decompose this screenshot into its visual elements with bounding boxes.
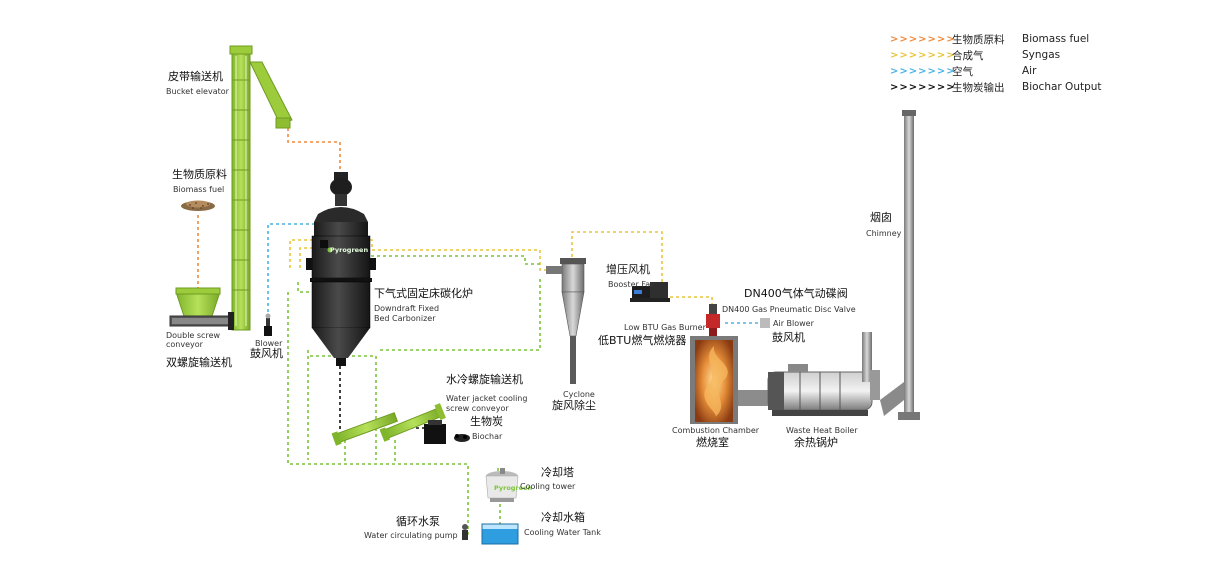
gas-valve-and-burner <box>706 304 770 336</box>
water-screw-label-zh: 水冷螺旋输送机 <box>446 373 523 386</box>
water-screw-label-en-2: screw conveyor <box>446 404 509 413</box>
cooling-tank-label-zh: 冷却水箱 <box>541 511 585 524</box>
blower-left <box>264 313 272 336</box>
combustion-label-en: Combustion Chamber <box>672 426 760 435</box>
cooling-tower <box>485 468 519 502</box>
double-screw-label-en: Double screw conveyor <box>166 331 221 350</box>
biomass-fuel-label-en: Biomass fuel <box>173 185 225 194</box>
waste-heat-boiler <box>767 332 880 416</box>
legend-item-biochar: >>>>>>> 生物炭输出 Biochar Output <box>890 79 1102 95</box>
syngas-flow-lines <box>289 231 713 306</box>
legend-label-en: Air <box>1022 65 1037 77</box>
biochar-flow-lines <box>339 366 430 430</box>
cooling-tower-label-zh: 冷却塔 <box>541 466 574 479</box>
booster-fan-label-zh: 增压风机 <box>606 263 650 276</box>
bucket-elevator-label-en: Bucket elevator <box>166 87 229 96</box>
pump-label-en: Water circulating pump <box>364 531 458 540</box>
water-screw-label-en-1: Water jacket cooling <box>446 394 528 403</box>
burner-label-zh: 低BTU燃气燃烧器 <box>598 334 687 347</box>
bucket-elevator-label-zh: 皮带输送机 <box>168 70 223 83</box>
biomass-pile <box>181 200 215 211</box>
blower-label-en: Blower <box>255 339 283 348</box>
valve-label-zh: DN400气体气动碟阀 <box>744 287 848 300</box>
chimney-label-en: Chimney <box>866 229 902 238</box>
legend-label-zh: 空气 <box>952 65 973 78</box>
pump-label-zh: 循环水泵 <box>396 515 440 528</box>
chimney <box>880 110 920 420</box>
cooling-tower-label-en: Cooling tower <box>520 482 576 491</box>
legend-label-en: Biochar Output <box>1022 81 1102 93</box>
burner-label-en: Low BTU Gas Burner <box>624 323 706 332</box>
biochar-label-zh: 生物炭 <box>470 415 503 428</box>
biochar-bin <box>424 420 470 444</box>
legend-label-zh: 生物质原料 <box>952 33 1005 46</box>
cyclone-label-en: Cyclone <box>563 390 595 399</box>
biomass-arrow-icon: >>>>>>> <box>890 33 956 45</box>
chimney-label-zh: 烟囱 <box>870 211 892 224</box>
combustion-chamber <box>690 336 770 424</box>
bucket-elevator <box>229 45 293 331</box>
combustion-label-zh: 燃烧室 <box>696 436 729 449</box>
legend-item-air: >>>>>>> 空气 Air <box>890 63 1036 79</box>
biomass-fuel-label-zh: 生物质原料 <box>172 168 227 181</box>
water-flow-lines <box>287 255 541 535</box>
water-jacket-screw-conveyors <box>331 403 446 446</box>
biochar-arrow-icon: >>>>>>> <box>890 81 956 93</box>
legend-label-en: Biomass fuel <box>1022 33 1090 45</box>
legend-label-zh: 合成气 <box>952 49 984 62</box>
biomass-flow-lines <box>197 128 341 292</box>
boiler-label-zh: 余热锅炉 <box>794 436 838 449</box>
carbonizer-brand-logo: Pyrogreen <box>330 246 369 254</box>
air-blower-label-en: Air Blower <box>773 319 814 328</box>
double-screw-conveyor <box>169 287 234 330</box>
booster-fan-label-en: Booster Fan <box>608 280 656 289</box>
cooling-tower-brand-logo: Pyrogreen <box>494 484 533 492</box>
cooling-water-tank <box>481 523 519 545</box>
legend-item-syngas: >>>>>>> 合成气 Syngas <box>890 47 1060 63</box>
legend-item-biomass: >>>>>>> 生物质原料 Biomass fuel <box>890 31 1089 47</box>
boiler-label-en: Waste Heat Boiler <box>786 426 858 435</box>
blower-label-zh: 鼓风机 <box>250 347 283 360</box>
air-blower-label-zh: 鼓风机 <box>772 331 805 344</box>
cyclone-label-zh: 旋风除尘 <box>552 399 596 412</box>
booster-fan <box>630 282 670 302</box>
carbonizer-reactor <box>306 172 376 366</box>
cyclone-separator <box>546 258 586 384</box>
carbonizer-label-en-1: Downdraft Fixed <box>374 304 440 313</box>
water-circulating-pump <box>462 524 468 540</box>
carbonizer-label-zh: 下气式固定床碳化炉 <box>374 287 473 300</box>
air-arrow-icon: >>>>>>> <box>890 65 956 77</box>
valve-label-en: DN400 Gas Pneumatic Disc Valve <box>722 305 856 314</box>
carbonizer-label-en-2: Bed Carbonizer <box>374 314 436 323</box>
double-screw-label-zh: 双螺旋输送机 <box>166 356 232 369</box>
biochar-label-en: Biochar <box>472 432 503 441</box>
syngas-arrow-icon: >>>>>>> <box>890 49 956 61</box>
legend-label-en: Syngas <box>1022 49 1061 61</box>
cooling-tank-label-en: Cooling Water Tank <box>524 528 601 537</box>
legend-label-zh: 生物炭输出 <box>952 81 1005 94</box>
